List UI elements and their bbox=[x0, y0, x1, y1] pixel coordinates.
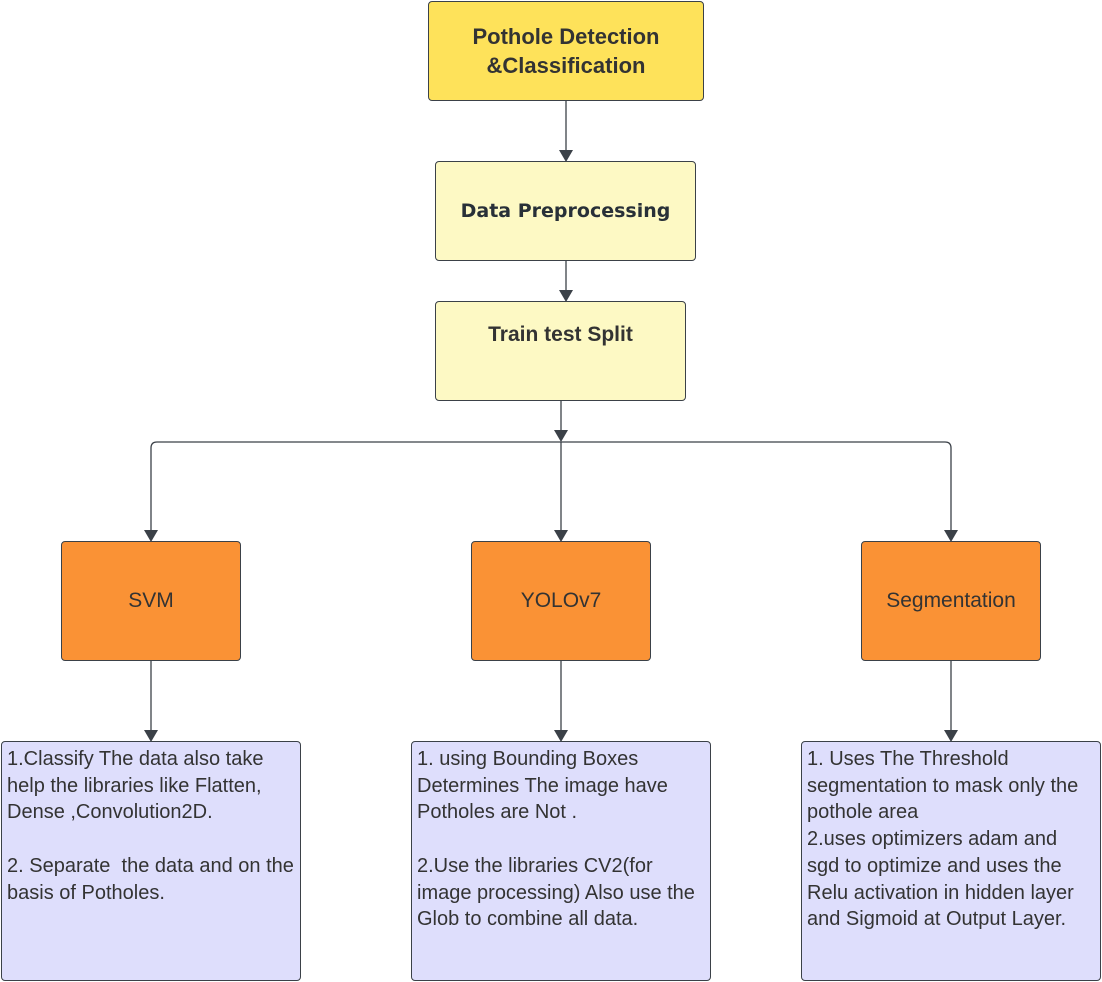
yolov7-description: 1. using Bounding Boxes Determines The i… bbox=[411, 741, 711, 981]
svm-label: SVM bbox=[128, 589, 174, 612]
data-preprocessing-label: Data Preprocessing bbox=[460, 200, 671, 222]
train-test-split-node: Train test Split bbox=[435, 301, 686, 401]
segmentation-node: Segmentation bbox=[861, 541, 1041, 661]
branch-connector-svm bbox=[144, 441, 561, 542]
yolov7-label: YOLOv7 bbox=[520, 589, 602, 612]
yolov7-node: YOLOv7 bbox=[471, 541, 651, 661]
svm-node: SVM bbox=[61, 541, 241, 661]
segmentation-description: 1. Uses The Threshold segmentation to ma… bbox=[801, 741, 1101, 981]
title-node: Pothole Detection &Classification bbox=[428, 1, 704, 101]
data-preprocessing-node: Data Preprocessing bbox=[435, 161, 696, 261]
svm-description: 1.Classify The data also take help the l… bbox=[1, 741, 301, 981]
title-label: Pothole Detection &Classification bbox=[472, 24, 660, 78]
train-test-split-label: Train test Split bbox=[488, 323, 633, 346]
branch-connector-segmentation bbox=[561, 441, 958, 542]
segmentation-label: Segmentation bbox=[886, 589, 1016, 612]
